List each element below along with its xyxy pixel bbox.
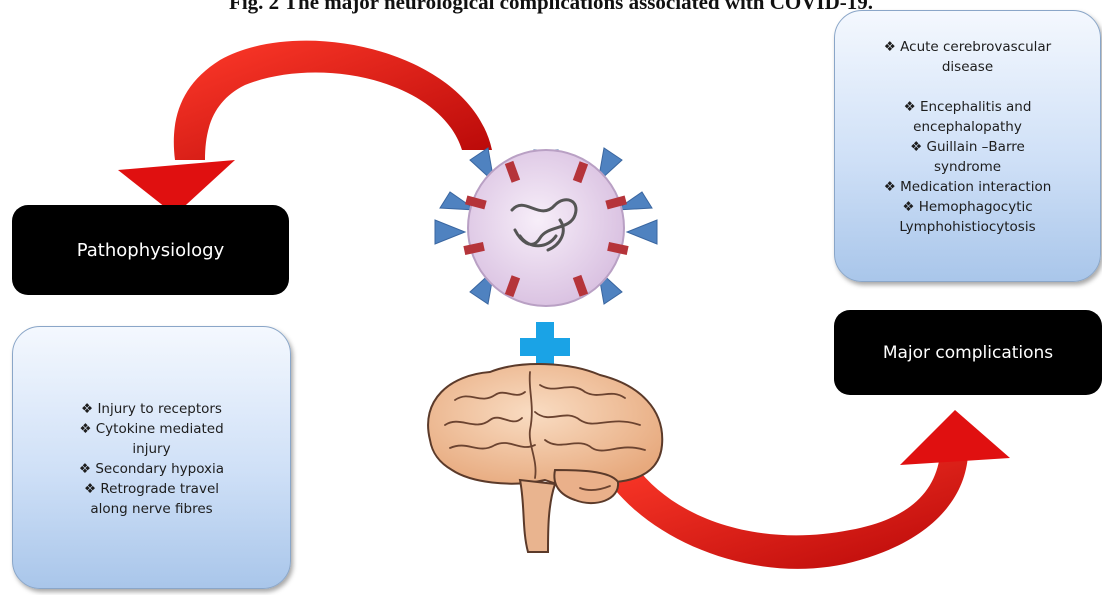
- virus-icon: [435, 148, 657, 306]
- complications-list-box: ❖ Acute cerebrovascular disease ❖ Enceph…: [834, 10, 1101, 282]
- list-item: ❖ Medication interaction: [835, 177, 1100, 197]
- list-item: ❖ Encephalitis and encephalopathy: [835, 97, 1100, 137]
- list-item: ❖ Secondary hypoxia: [13, 459, 290, 479]
- list-item: ❖ Injury to receptors: [13, 399, 290, 419]
- list-item: ❖ Cytokine mediated injury: [13, 419, 290, 459]
- brain-icon: [428, 364, 662, 552]
- list-item: ❖ Guillain –Barre syndrome: [835, 137, 1100, 177]
- pathophysiology-list-box: ❖ Injury to receptors ❖ Cytokine mediate…: [12, 326, 291, 589]
- major-complications-label: Major complications: [834, 310, 1102, 395]
- list-item: ❖ Hemophagocytic Lymphohistiocytosis: [835, 197, 1100, 237]
- pathophysiology-label: Pathophysiology: [12, 205, 289, 295]
- list-item: ❖ Acute cerebrovascular disease: [835, 37, 1100, 77]
- curved-arrow-icon-top: [118, 41, 492, 215]
- list-item: ❖ Retrograde travel along nerve fibres: [13, 479, 290, 519]
